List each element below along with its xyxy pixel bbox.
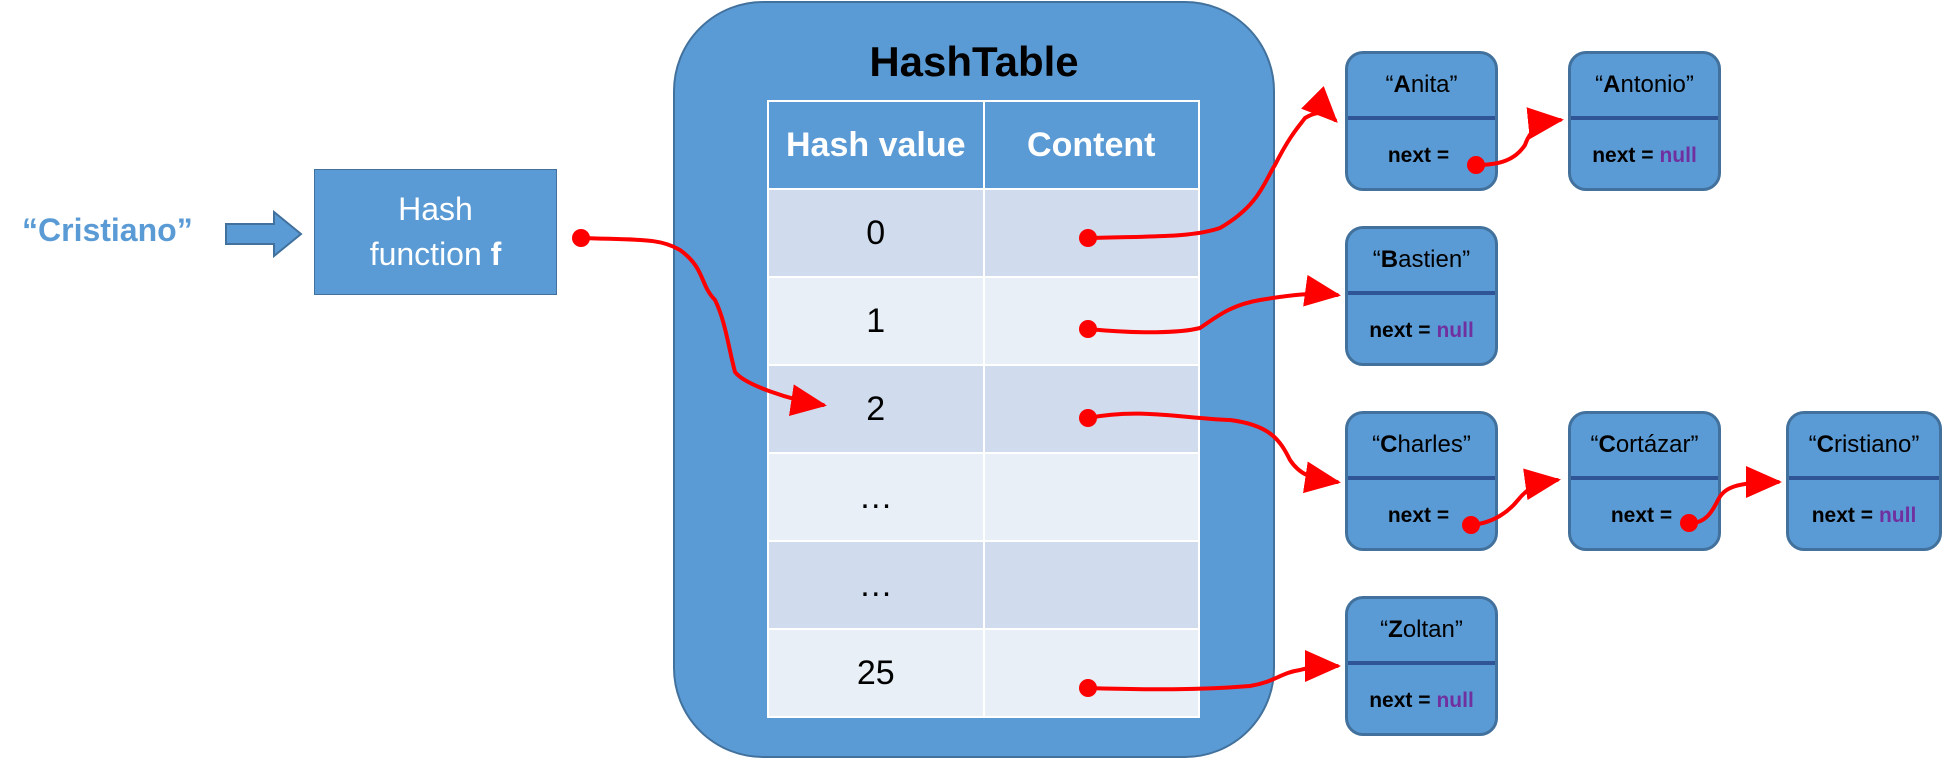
hash-table: Hash value Content 0 1 2 … … 25	[767, 100, 1200, 718]
null-value: null	[1436, 319, 1474, 342]
block-arrow-icon	[225, 210, 303, 259]
table-row: 25	[767, 628, 1200, 718]
hash-value-cell: 1	[767, 276, 985, 366]
bucket-2-dot	[1079, 409, 1097, 427]
table-header-row: Hash value Content	[767, 100, 1200, 190]
bucket-1-pointer	[1086, 274, 1341, 335]
hash-function-box: Hash function f	[314, 169, 557, 295]
hash-value-cell: 0	[767, 188, 985, 278]
null-value: null	[1436, 689, 1474, 712]
content-header: Content	[982, 100, 1200, 190]
hash-result-arrow	[579, 236, 827, 417]
table-row: …	[767, 452, 1200, 542]
hash-value-cell: 25	[767, 628, 985, 718]
node-next-field: next =	[1387, 144, 1450, 167]
node-next-field: next =null	[1592, 144, 1697, 167]
content-cell	[982, 452, 1200, 542]
null-value: null	[1659, 144, 1697, 167]
node-next-field: next =null	[1369, 319, 1474, 342]
hash-function-line1: Hash	[398, 191, 473, 227]
hash-value-cell: …	[767, 452, 985, 542]
null-value: null	[1878, 504, 1917, 527]
bucket-0-pointer	[1086, 86, 1338, 240]
bucket-0-dot	[1079, 229, 1097, 247]
hash-result-dot	[572, 229, 590, 247]
charles-next-dot	[1462, 516, 1480, 534]
content-cell	[982, 540, 1200, 630]
hash-function-line2: function f	[369, 236, 502, 272]
node-next-field: next =	[1387, 504, 1450, 527]
cortazar-next-pointer	[1687, 466, 1782, 526]
bucket-2-pointer	[1086, 411, 1341, 494]
anita-next-dot	[1467, 156, 1485, 174]
node-next-field: next =null	[1369, 689, 1474, 712]
hash-value-cell: …	[767, 540, 985, 630]
bucket-1-dot	[1079, 320, 1097, 338]
charles-next-pointer	[1469, 468, 1561, 527]
node-next-field: next =null	[1811, 504, 1917, 527]
content-cell	[982, 364, 1200, 454]
content-cell	[982, 628, 1200, 718]
table-row: …	[767, 540, 1200, 630]
bucket-25-pointer	[1086, 650, 1341, 692]
input-key-label: “Cristiano”	[22, 212, 193, 248]
bucket-25-dot	[1079, 679, 1097, 697]
table-row: 0	[767, 188, 1200, 278]
hash-function-symbol: f	[490, 236, 502, 272]
cortazar-next-dot	[1680, 514, 1698, 532]
anita-next-pointer	[1474, 107, 1564, 167]
node-next-field: next =	[1610, 504, 1673, 527]
hash-value-header: Hash value	[767, 100, 985, 190]
hashtable-title: HashTable	[869, 38, 1079, 85]
table-row: 1	[767, 276, 1200, 366]
